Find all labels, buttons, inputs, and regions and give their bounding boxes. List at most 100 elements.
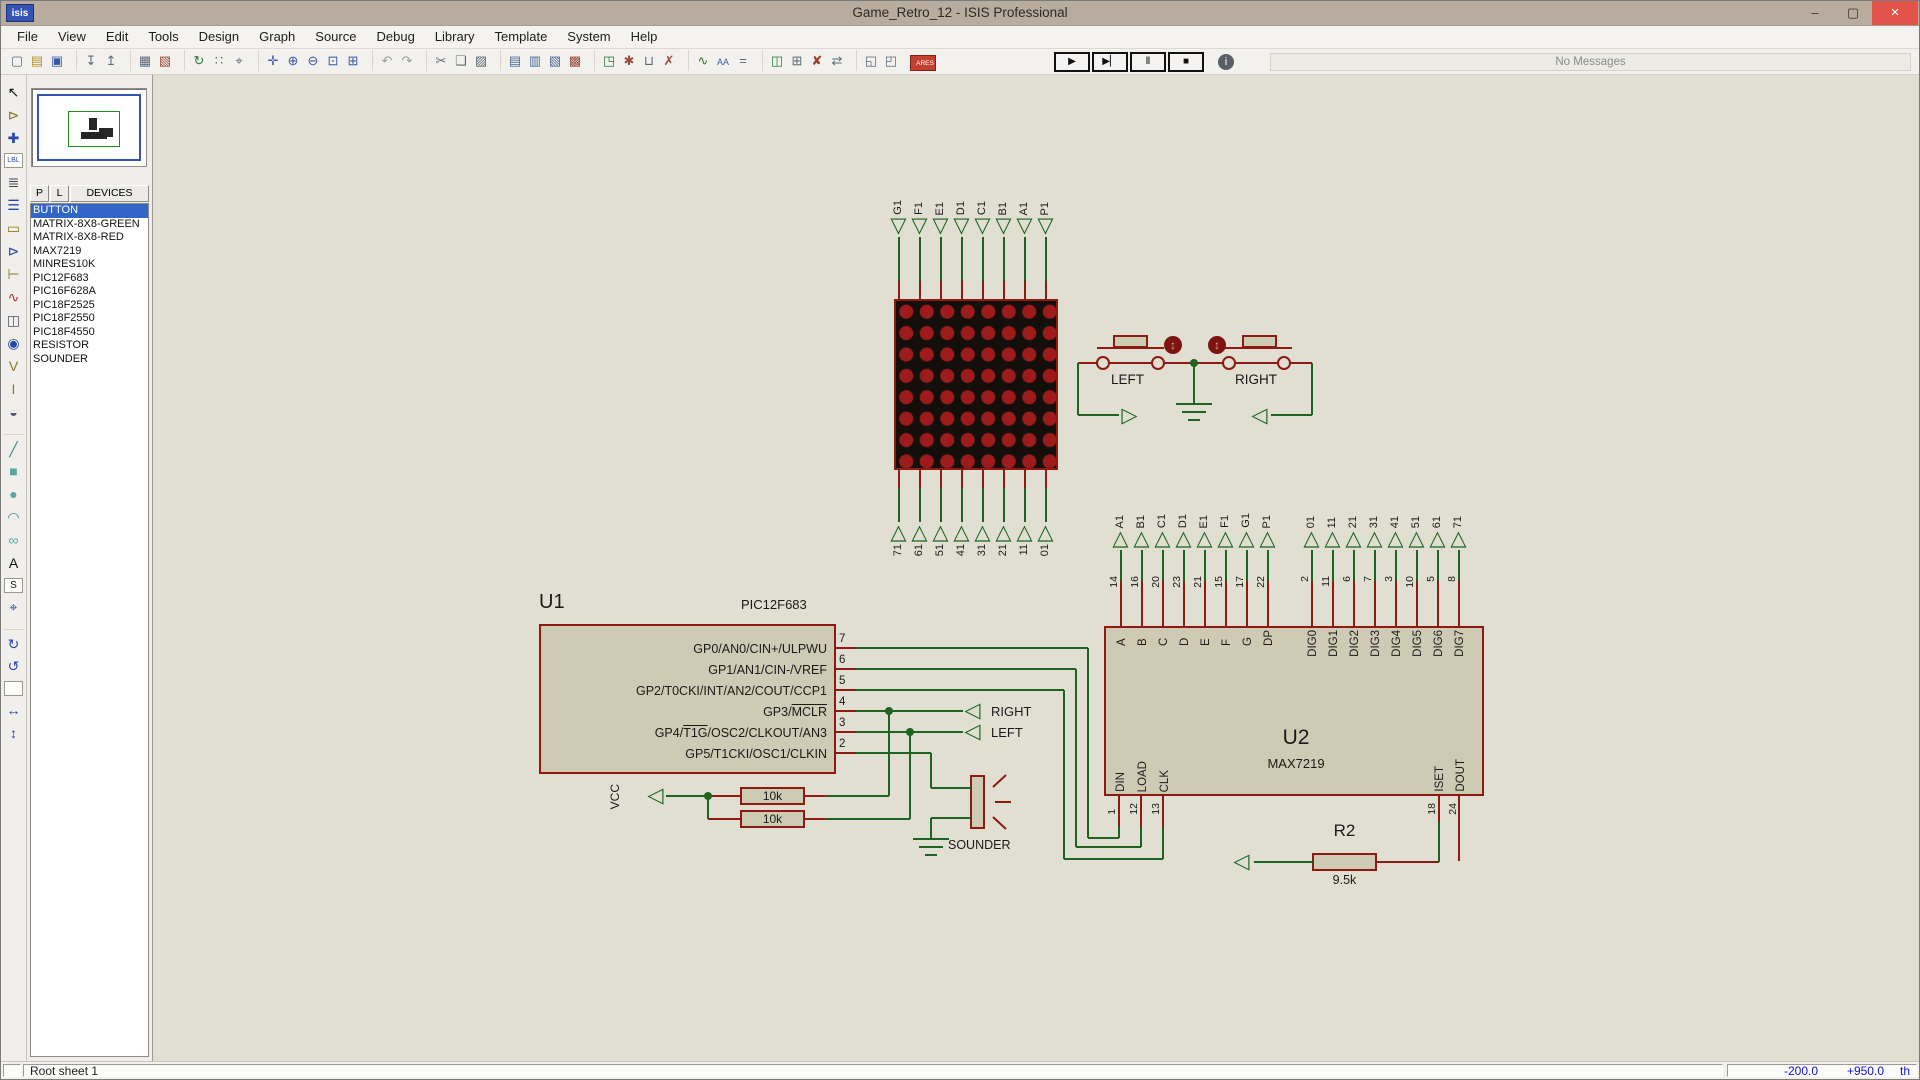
terminal-left-icon[interactable] <box>1249 405 1270 426</box>
device-pins-mode[interactable]: ⊢ <box>7 266 20 282</box>
zoom-out[interactable]: ⊖ <box>307 53 319 68</box>
paste[interactable]: ▨ <box>474 53 488 68</box>
device-item[interactable]: MAX7219 <box>33 244 82 257</box>
redo[interactable]: ↷ <box>401 53 413 68</box>
u2-top-terminal[interactable]: 21 6 <box>1341 496 1364 626</box>
zoom-area[interactable]: ⊡ <box>327 53 339 68</box>
u2-top-terminal[interactable]: F1 15 <box>1213 496 1236 626</box>
block-copy[interactable]: ▤ <box>500 50 525 71</box>
pan-centre[interactable]: ✛ <box>258 50 283 71</box>
u2-top-terminal[interactable]: C1 20 <box>1150 496 1173 626</box>
matrix-bottom-terminal[interactable]: 41 <box>951 470 972 582</box>
terminal-left-icon[interactable] <box>962 721 983 742</box>
virtual-instruments-mode[interactable]: ◒ <box>9 404 18 420</box>
matrix-top-terminal[interactable]: P1 <box>1035 181 1056 299</box>
u2-top-terminal[interactable]: B1 16 <box>1129 496 1152 626</box>
print-design[interactable]: ▦ <box>130 50 155 71</box>
device-item[interactable]: BUTTON <box>31 204 148 218</box>
menu-item[interactable]: System <box>567 29 611 44</box>
y-mirror[interactable]: ↕ <box>10 725 17 741</box>
rotation-angle-field[interactable] <box>4 681 23 696</box>
cut[interactable]: ✂ <box>426 50 451 71</box>
tape-recorder-mode[interactable]: ◫ <box>6 312 21 328</box>
2d-line-mode[interactable]: ╱ <box>3 434 24 460</box>
u2-top-terminal[interactable]: 11 11 <box>1320 496 1343 626</box>
netlist-to-ares[interactable]: ARES <box>910 55 936 71</box>
button-toggle-icon[interactable] <box>1208 336 1226 354</box>
matrix-top-terminal[interactable]: C1 <box>972 181 993 299</box>
stop-button[interactable]: ■ <box>1168 51 1204 72</box>
matrix-bottom-terminal[interactable]: 21 <box>993 470 1014 582</box>
u2-top-terminal[interactable]: 71 8 <box>1446 496 1469 626</box>
matrix-bottom-terminal[interactable]: 71 <box>888 470 909 582</box>
u2-top-terminal[interactable]: 31 7 <box>1362 496 1385 626</box>
overview-window[interactable] <box>31 88 147 167</box>
u2-top-terminal[interactable]: 01 2 <box>1299 496 1322 626</box>
block-move[interactable]: ▥ <box>528 53 542 68</box>
menu-item[interactable]: Debug <box>376 29 415 44</box>
menu-item[interactable]: Library <box>434 29 475 44</box>
zoom-to-child[interactable]: ◱ <box>856 50 881 71</box>
terminal-left-icon[interactable] <box>645 785 666 806</box>
2d-arc-mode[interactable]: ◠ <box>7 509 20 525</box>
u2-top-terminal[interactable]: E1 21 <box>1192 496 1215 626</box>
terminals-mode[interactable]: ⊳ <box>7 243 20 259</box>
rotate-anticlockwise[interactable]: ↺ <box>7 658 20 674</box>
design-explorer[interactable]: ◫ <box>762 50 787 71</box>
zoom-all[interactable]: ⊞ <box>347 53 359 68</box>
step-button[interactable]: ▶▏ <box>1092 51 1128 72</box>
export-section[interactable]: ↥ <box>105 53 117 68</box>
u2-top-terminal[interactable]: 41 3 <box>1383 496 1406 626</box>
button-toggle-icon[interactable] <box>1164 336 1182 354</box>
matrix-bottom-terminal[interactable]: 31 <box>972 470 993 582</box>
make-device[interactable]: ✱ <box>623 53 635 68</box>
u2-top-terminal[interactable]: 61 5 <box>1425 496 1448 626</box>
device-item[interactable]: PIC12F683 <box>33 271 89 284</box>
block-rotate[interactable]: ▧ <box>548 53 562 68</box>
schematic-canvas[interactable]: G1 F1 E1 D1 C1 B1 <box>153 75 1919 1061</box>
library-button[interactable]: L <box>50 185 69 202</box>
menu-item[interactable]: File <box>17 29 38 44</box>
matrix-bottom-terminal[interactable]: 51 <box>930 470 951 582</box>
u2-top-terminal[interactable]: G1 17 <box>1234 496 1257 626</box>
device-item[interactable]: MATRIX-8X8-GREEN <box>33 217 140 230</box>
close-button[interactable]: × <box>1872 1 1918 25</box>
matrix-bottom-terminal[interactable]: 61 <box>909 470 930 582</box>
menu-item[interactable]: Graph <box>259 29 296 44</box>
property-assignment[interactable]: = <box>739 53 747 68</box>
2d-circle-mode[interactable]: ● <box>9 486 18 502</box>
menu-item[interactable]: Tools <box>148 29 179 44</box>
wire-label-mode[interactable]: LBL <box>4 153 23 168</box>
led-matrix-8x8[interactable] <box>894 299 1058 470</box>
undo[interactable]: ↶ <box>372 50 397 71</box>
device-item[interactable]: RESISTOR <box>33 339 90 351</box>
terminal-left-icon[interactable] <box>962 700 983 721</box>
menu-item[interactable]: Design <box>198 29 240 44</box>
junction-dot-mode[interactable]: ✚ <box>7 130 20 146</box>
menu-item[interactable]: Source <box>315 29 357 44</box>
device-item[interactable]: MATRIX-8X8-RED <box>33 231 124 243</box>
matrix-top-terminal[interactable]: D1 <box>951 181 972 299</box>
graph-mode[interactable]: ∿ <box>7 289 20 305</box>
component-bodies[interactable] <box>740 335 1377 871</box>
play-button[interactable]: ▶ <box>1054 51 1090 72</box>
exit-to-parent[interactable]: ◰ <box>884 53 898 68</box>
zoom-in[interactable]: ⊕ <box>287 53 299 68</box>
info-icon[interactable]: i <box>1218 53 1234 70</box>
copy[interactable]: ❏ <box>455 53 467 68</box>
save-design[interactable]: ▣ <box>50 53 64 68</box>
matrix-top-terminal[interactable]: B1 <box>993 181 1014 299</box>
new-design[interactable]: ▢ <box>10 53 24 68</box>
device-item[interactable]: PIC18F4550 <box>33 325 95 338</box>
selection-mode[interactable]: ↖ <box>7 84 20 100</box>
u2-top-terminal[interactable]: 51 10 <box>1404 496 1427 626</box>
text-script-mode[interactable]: ≣ <box>7 174 20 190</box>
decompose[interactable]: ✗ <box>663 53 675 68</box>
matrix-bottom-terminal[interactable]: 11 <box>1014 470 1035 582</box>
subcircuit-mode[interactable]: ▭ <box>6 220 21 236</box>
matrix-top-terminal[interactable]: A1 <box>1014 181 1035 299</box>
mark-output-area[interactable]: ▧ <box>158 53 172 68</box>
voltage-probe-mode[interactable]: V <box>8 358 19 374</box>
